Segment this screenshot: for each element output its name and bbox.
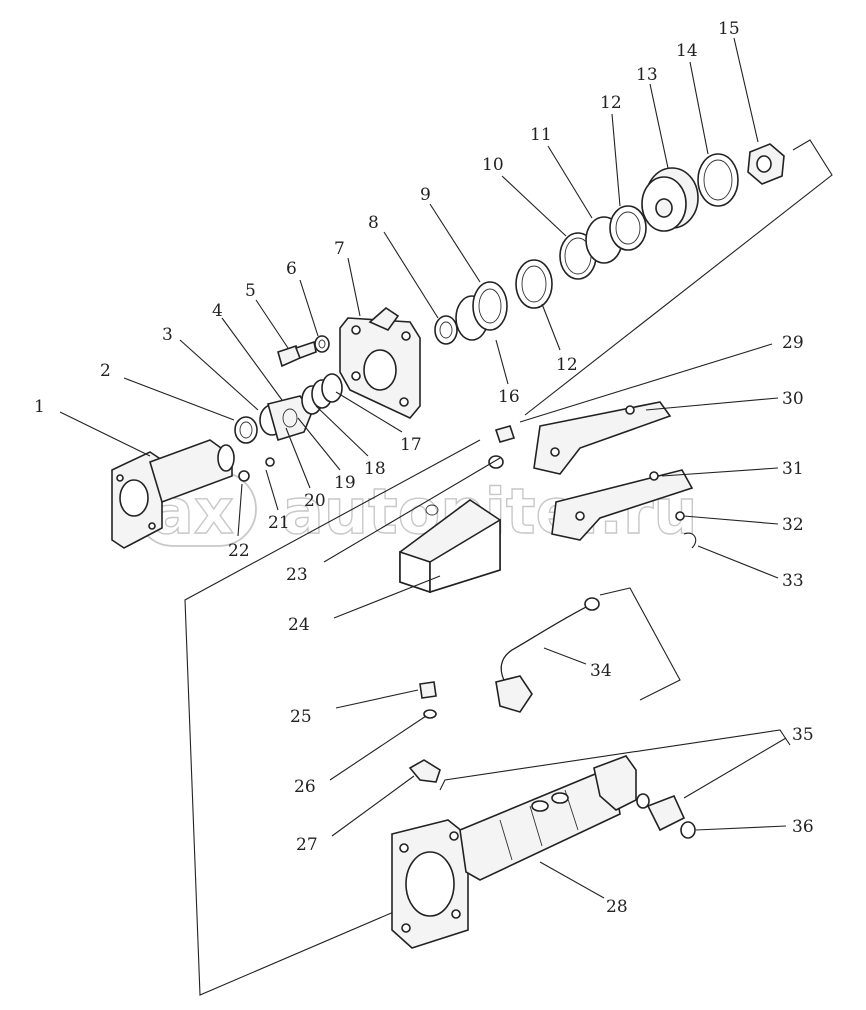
callout-5: 5 — [245, 281, 256, 301]
callout-12-top: 12 — [600, 93, 622, 113]
part-8-bush — [434, 315, 458, 345]
bracket-left — [184, 439, 481, 996]
part-26-washer — [423, 709, 437, 719]
part-12-ring-b — [609, 205, 647, 251]
part-23-fitting — [488, 425, 516, 469]
callouts: 1 2 3 4 5 6 7 8 9 10 11 12 12 13 14 15 1… — [34, 19, 814, 917]
part-2-ring — [234, 416, 258, 444]
part-6-washer — [314, 335, 330, 353]
leader-lines — [59, 37, 787, 899]
callout-16: 16 — [498, 387, 520, 407]
part-17-spring — [301, 373, 343, 415]
callout-4: 4 — [212, 301, 223, 321]
part-32-nut — [675, 511, 685, 521]
part-15-nut — [747, 143, 785, 185]
callout-17: 17 — [400, 435, 422, 455]
bracket-lower-right — [439, 729, 791, 791]
part-21-washer — [265, 457, 275, 467]
callout-14: 14 — [676, 41, 698, 61]
part-5-bolt — [277, 340, 317, 368]
callout-29: 29 — [782, 333, 804, 353]
part-33-clip — [683, 532, 697, 549]
callout-24: 24 — [288, 615, 310, 635]
callout-3: 3 — [162, 325, 173, 345]
part-13-pulley — [641, 167, 699, 232]
bracket-right — [599, 587, 681, 701]
callout-7: 7 — [334, 239, 345, 259]
callout-21: 21 — [268, 513, 290, 533]
callout-28: 28 — [606, 897, 628, 917]
callout-31: 31 — [782, 459, 804, 479]
part-31-plate — [551, 469, 694, 541]
group-brackets — [184, 139, 833, 996]
part-7-cover — [339, 306, 421, 419]
callout-30: 30 — [782, 389, 804, 409]
callout-36: 36 — [792, 817, 814, 837]
bracket-upper — [524, 139, 833, 416]
callout-2: 2 — [100, 361, 111, 381]
part-36-ring — [680, 821, 696, 839]
callout-35: 35 — [792, 725, 814, 745]
part-28-tube — [391, 755, 637, 949]
callout-20: 20 — [304, 491, 326, 511]
callout-33: 33 — [782, 571, 804, 591]
callout-12-bottom: 12 — [556, 355, 578, 375]
callout-15: 15 — [718, 19, 740, 39]
part-1-housing — [111, 439, 235, 549]
callout-13: 13 — [636, 65, 658, 85]
part-34-hose — [495, 597, 600, 713]
callout-22: 22 — [228, 541, 250, 561]
part-9-ring — [472, 281, 508, 331]
callout-26: 26 — [294, 777, 316, 797]
part-4-cam — [267, 395, 313, 442]
callout-6: 6 — [286, 259, 297, 279]
part-22-pin — [238, 470, 250, 482]
callout-18: 18 — [364, 459, 386, 479]
callout-8: 8 — [368, 213, 379, 233]
part-25-bolt — [419, 681, 437, 699]
part-12-ring-a — [515, 259, 553, 309]
part-24-box — [399, 499, 501, 594]
callout-32: 32 — [782, 515, 804, 535]
callout-1: 1 — [34, 397, 45, 417]
callout-10: 10 — [482, 155, 504, 175]
part-14-ring — [697, 153, 739, 207]
callout-34: 34 — [590, 661, 612, 681]
callout-23: 23 — [286, 565, 308, 585]
callout-9: 9 — [420, 185, 431, 205]
part-35-bush — [636, 793, 686, 832]
callout-27: 27 — [296, 835, 318, 855]
callout-19: 19 — [334, 473, 356, 493]
part-27-bracket — [408, 759, 441, 783]
part-30-plate — [533, 401, 672, 475]
callout-25: 25 — [290, 707, 312, 727]
callout-11: 11 — [530, 125, 552, 145]
